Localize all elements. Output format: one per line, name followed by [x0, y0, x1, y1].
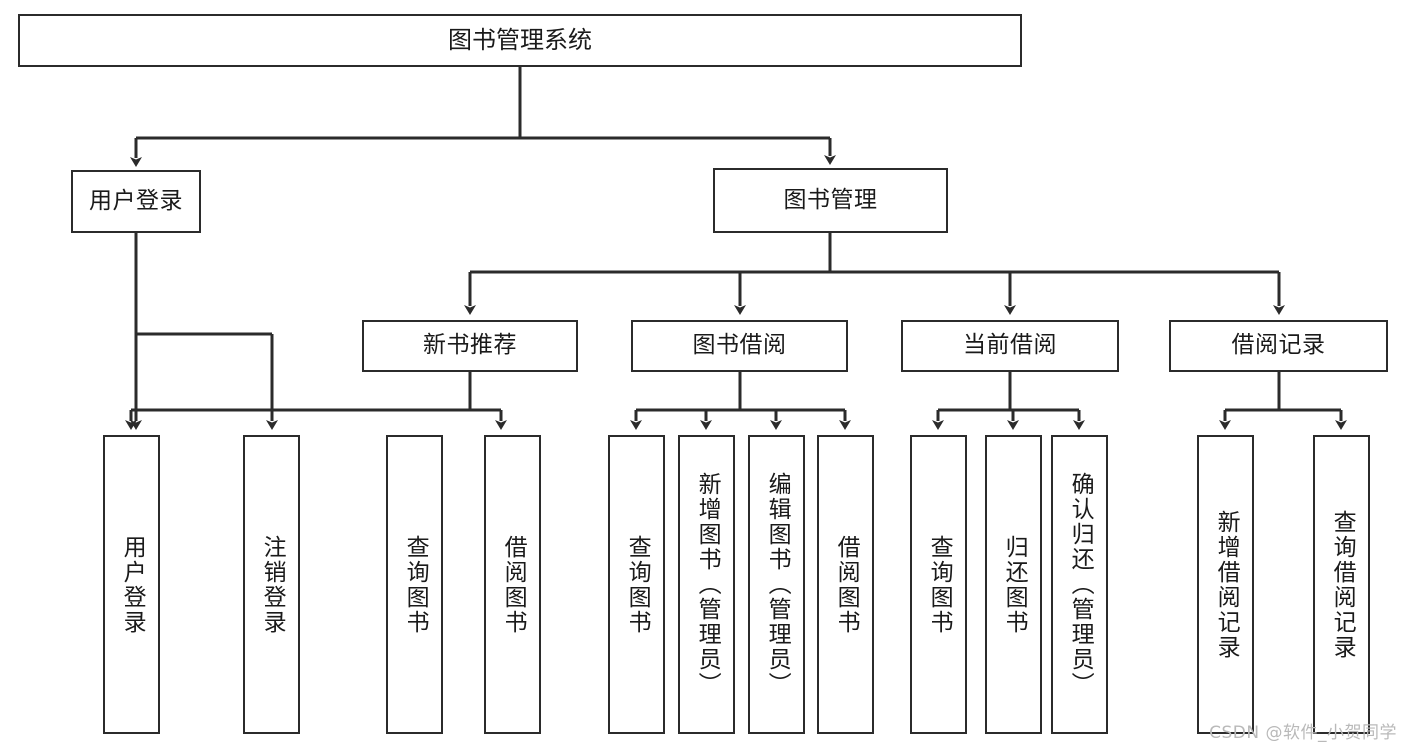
- leaf-borrow-query-book[interactable]: 查询图书: [608, 435, 665, 734]
- node-borrow-record[interactable]: 借阅记录: [1169, 320, 1388, 372]
- node-label: 确认归还（管理员）: [1067, 472, 1094, 697]
- leaf-user-login[interactable]: 用户登录: [103, 435, 160, 734]
- leaf-current-confirm-return-admin[interactable]: 确认归还（管理员）: [1051, 435, 1108, 734]
- leaf-new-book-query[interactable]: 查询图书: [386, 435, 443, 734]
- node-label: 查询图书: [624, 534, 651, 635]
- node-new-book-recommend[interactable]: 新书推荐: [362, 320, 578, 372]
- node-label: 用户登录: [89, 187, 183, 214]
- leaf-borrow-borrow-book[interactable]: 借阅图书: [817, 435, 874, 734]
- node-label: 图书管理: [783, 186, 878, 213]
- node-book-management[interactable]: 图书管理: [713, 168, 948, 233]
- node-label: 借阅图书: [500, 534, 527, 635]
- node-book-borrow[interactable]: 图书借阅: [631, 320, 848, 372]
- node-label: 借阅记录: [1231, 332, 1326, 359]
- node-root-system[interactable]: 图书管理系统: [18, 14, 1022, 67]
- node-label: 注销登录: [259, 534, 286, 635]
- node-user-login[interactable]: 用户登录: [71, 170, 201, 233]
- node-label: 借阅图书: [833, 534, 860, 635]
- node-label: 归还图书: [1001, 534, 1028, 635]
- node-label: 新增借阅记录: [1213, 509, 1240, 660]
- node-label: 图书借阅: [692, 332, 787, 359]
- node-current-borrow[interactable]: 当前借阅: [901, 320, 1119, 372]
- node-label: 查询图书: [402, 534, 429, 635]
- node-label: 新书推荐: [423, 332, 517, 359]
- node-label: 新增图书（管理员）: [694, 472, 721, 697]
- leaf-new-book-borrow[interactable]: 借阅图书: [484, 435, 541, 734]
- node-label: 编辑图书（管理员）: [764, 472, 791, 697]
- node-label: 查询图书: [926, 534, 953, 635]
- leaf-borrow-edit-book-admin[interactable]: 编辑图书（管理员）: [748, 435, 805, 734]
- leaf-borrow-add-book-admin[interactable]: 新增图书（管理员）: [678, 435, 735, 734]
- node-label: 当前借阅: [963, 332, 1057, 359]
- leaf-current-return-book[interactable]: 归还图书: [985, 435, 1042, 734]
- leaf-user-logout[interactable]: 注销登录: [243, 435, 300, 734]
- node-label: 图书管理系统: [448, 26, 592, 55]
- node-label: 用户登录: [119, 534, 146, 635]
- leaf-record-query[interactable]: 查询借阅记录: [1313, 435, 1370, 734]
- leaf-current-query-book[interactable]: 查询图书: [910, 435, 967, 734]
- node-label: 查询借阅记录: [1329, 509, 1356, 660]
- leaf-record-add[interactable]: 新增借阅记录: [1197, 435, 1254, 734]
- watermark-text: CSDN @软件_小贺同学: [1209, 723, 1397, 743]
